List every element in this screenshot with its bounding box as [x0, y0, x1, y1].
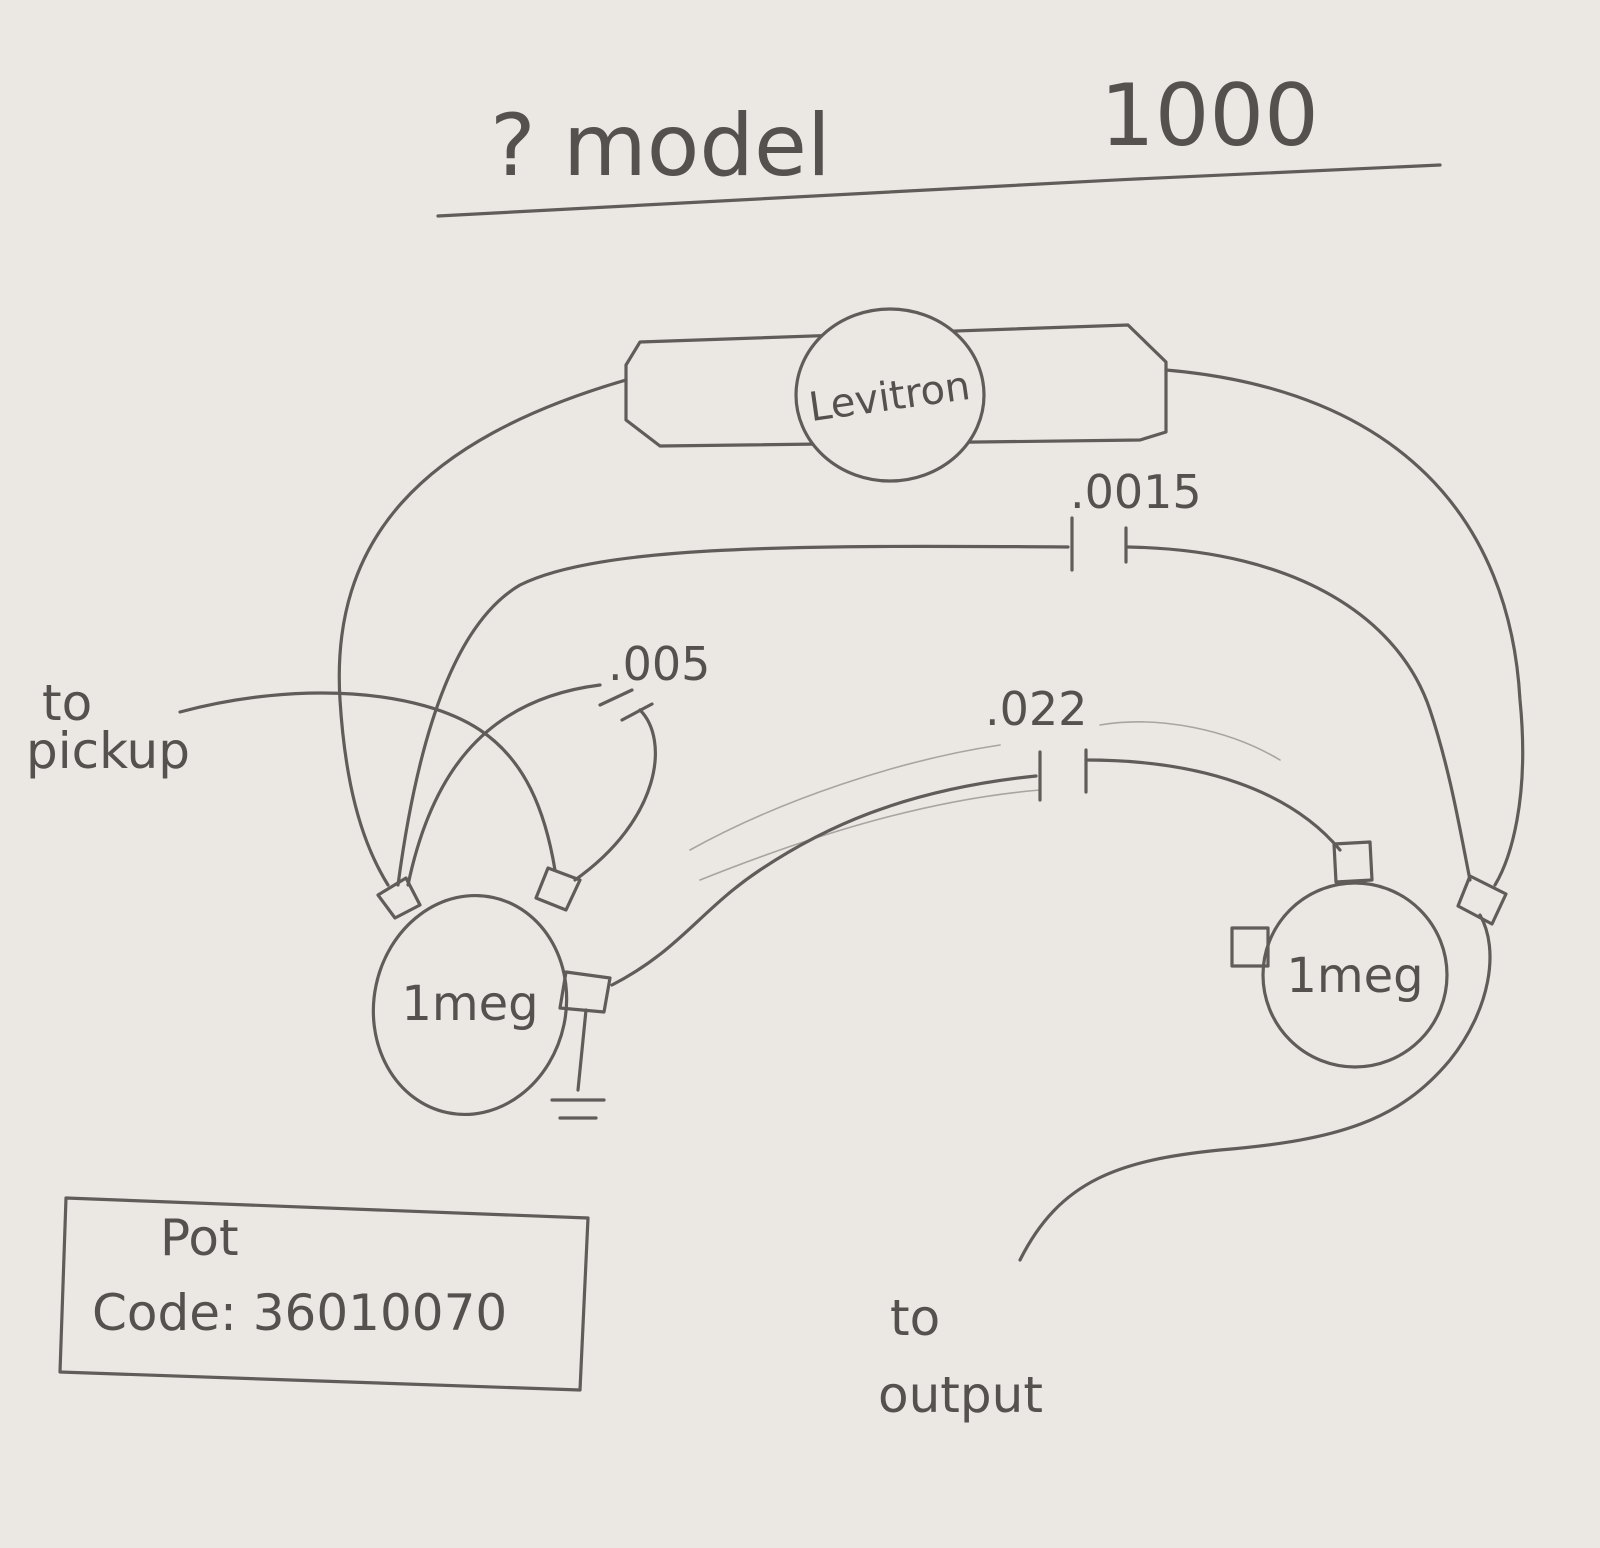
code-box-outline — [58, 1196, 590, 1392]
wire-pickup — [178, 691, 557, 872]
wire-switch-to-right-pot — [1164, 368, 1525, 887]
cap-value-label: .022 — [985, 682, 1087, 736]
pot-body — [371, 893, 569, 1117]
cap-plate — [598, 688, 634, 707]
faint-smudge-line — [699, 789, 1041, 881]
cap-plate — [620, 702, 654, 722]
pot-lug — [534, 866, 582, 912]
pickup-note-line2: pickup — [26, 722, 190, 780]
pot-lug — [558, 970, 612, 1014]
pot-code-value: Code: 36010070 — [92, 1284, 507, 1342]
pot-lug — [1456, 874, 1508, 926]
pot-lug — [1332, 840, 1374, 884]
pot-code-box: Pot Code: 36010070 — [58, 1196, 590, 1392]
switch-body — [624, 323, 1168, 448]
capacitor-005: .005 — [598, 637, 710, 722]
levitron-switch: Levitron — [624, 307, 1168, 483]
wire-cap-left-right-lead — [573, 708, 657, 882]
wire-cap-top-right-lead — [1126, 545, 1472, 882]
pot-lug — [1230, 926, 1270, 968]
model-number: 1000 — [1100, 66, 1319, 166]
pickup-note-line1: to — [42, 674, 92, 732]
pot-lug — [376, 876, 422, 920]
pot-body — [1261, 881, 1449, 1069]
ground-lead — [576, 1008, 588, 1092]
output-note-line1: to — [890, 1289, 940, 1347]
wire-switch-to-left-pot — [337, 378, 628, 887]
pot-right: 1meg — [1230, 840, 1508, 1069]
pot-value-label: 1meg — [401, 976, 538, 1032]
diagram-title: ? model — [490, 96, 831, 196]
title-underline — [436, 163, 1442, 218]
ground-symbol — [550, 1008, 606, 1120]
output-note-line2: output — [878, 1366, 1043, 1424]
wire-cap-mid-right-lead — [1084, 758, 1342, 852]
wire-cap-mid-left-lead — [610, 774, 1038, 987]
faint-smudge-line — [1099, 721, 1281, 761]
capacitor-0015: .0015 — [1070, 465, 1202, 572]
cap-value-label: .005 — [608, 637, 710, 691]
wire-cap-top-left-lead — [396, 544, 1070, 887]
switch-knob — [794, 307, 986, 483]
cap-value-label: .0015 — [1070, 465, 1202, 519]
pot-left: 1meg — [371, 866, 612, 1117]
pot-value-label: 1meg — [1286, 948, 1423, 1004]
capacitor-022: .022 — [985, 682, 1088, 802]
wire-output — [1018, 913, 1492, 1262]
wire-cap-left-left-lead — [406, 683, 602, 887]
pot-code-heading: Pot — [160, 1209, 239, 1267]
faint-smudge-line — [689, 744, 1001, 851]
